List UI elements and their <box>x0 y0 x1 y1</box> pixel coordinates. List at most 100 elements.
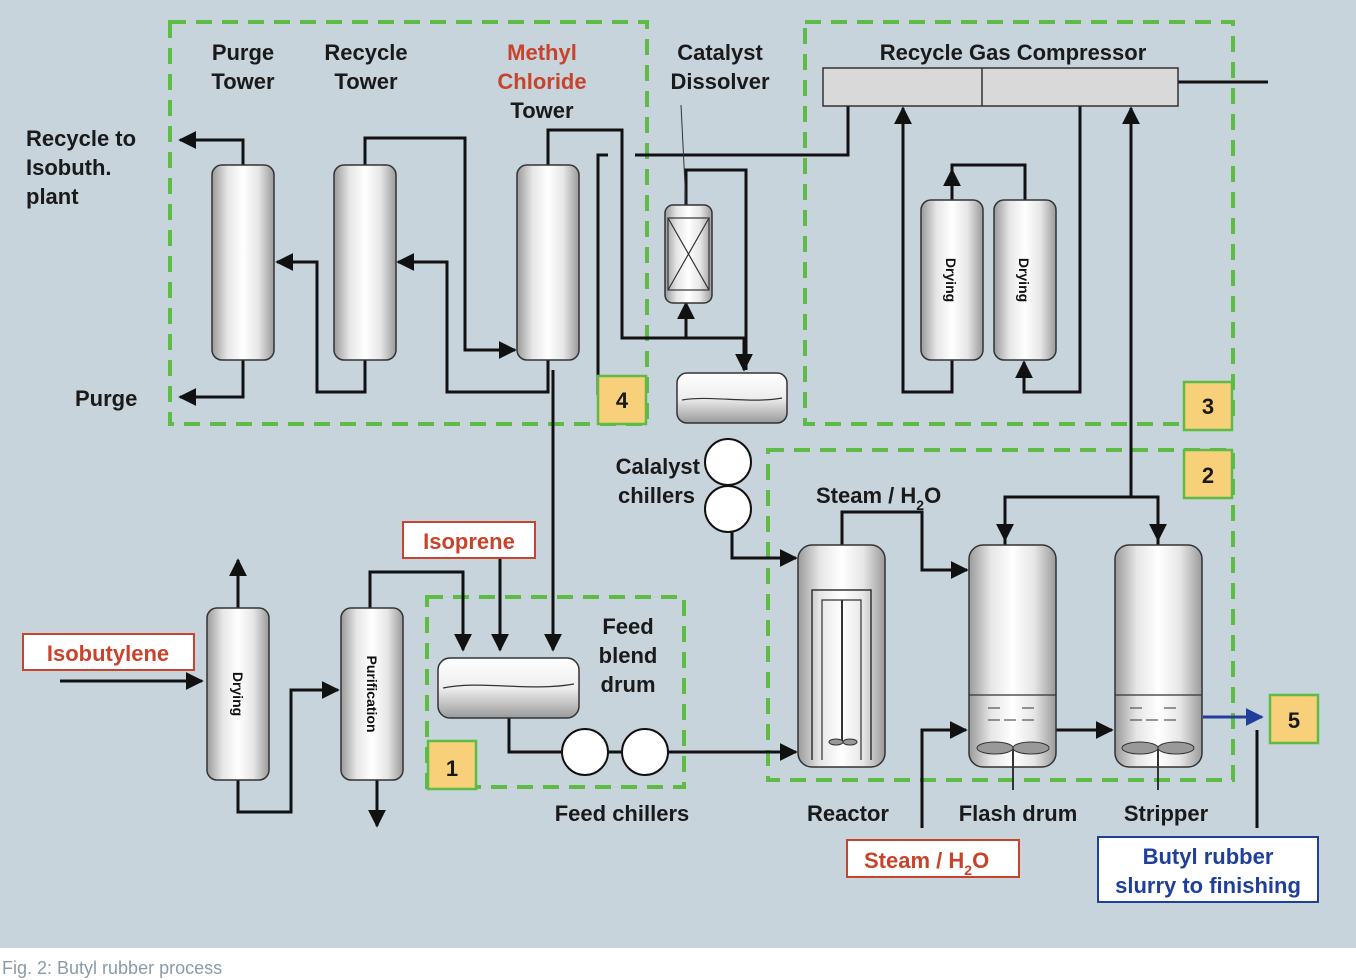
flash-drum-label: Flash drum <box>959 801 1078 826</box>
flash-impeller-b <box>1012 741 1050 755</box>
steam-bottom-main: Steam / H <box>864 848 964 873</box>
dissolver-outlet-line <box>684 168 748 370</box>
reactor-impeller-b <box>842 738 858 746</box>
butyl-rubber-label-1: Butyl rubber <box>1143 844 1274 869</box>
feed-chiller-1 <box>561 728 609 776</box>
isoprene-label: Isoprene <box>423 529 515 554</box>
reactor-to-flash-line <box>840 510 969 579</box>
badge-4-box <box>596 374 648 426</box>
reactor-draft-tube <box>811 589 872 760</box>
purge-tower <box>211 164 275 361</box>
isobutylene-label: Isobutylene <box>47 641 169 666</box>
steam-top-main: Steam / H <box>816 483 916 508</box>
section-boxes <box>168 20 1235 789</box>
purification-vessel <box>340 607 404 781</box>
feed-blend-drum-label-1: Feed <box>602 614 653 639</box>
steam-top-tail: O <box>924 483 941 508</box>
catalyst-to-reactor-line <box>730 530 798 567</box>
dissolver-bed <box>667 217 710 291</box>
mc-to-recycle-line <box>396 253 550 394</box>
feed-blend-drum-label-3: drum <box>601 672 656 697</box>
steam-top-sub: 2 <box>916 497 924 513</box>
flash-impeller-a <box>976 741 1014 755</box>
recycle-to-label-2: Isobuth. <box>26 155 112 180</box>
stripper-impeller-a <box>1121 741 1159 755</box>
stripper-vessel <box>1114 544 1203 768</box>
methyl-chloride-tower <box>516 164 580 361</box>
steam-to-flash-line <box>920 721 968 828</box>
catalyst-dissolver <box>664 204 713 304</box>
mc-tower-label-2: Chloride <box>497 69 586 94</box>
steam-bottom-box <box>846 839 1020 878</box>
badge-1-box <box>426 739 478 791</box>
purification-to-drum-line <box>368 570 472 652</box>
feed-chiller-2 <box>621 728 669 776</box>
badge-5-box <box>1268 693 1320 745</box>
compressor-inlet-line <box>635 106 850 157</box>
diagram-canvas: Drying Drying Drying Purification <box>0 0 1356 948</box>
recycle-to-mc-tower-line <box>363 136 517 359</box>
badge4-line <box>596 153 608 395</box>
recycle-gas-compressor <box>822 67 1179 107</box>
catalyst-dissolver-label-2: Dissolver <box>670 69 769 94</box>
feed-blend-drum <box>437 657 580 719</box>
badge-1-text: 1 <box>446 756 458 781</box>
butyl-rubber-label-2: slurry to finishing <box>1115 873 1301 898</box>
section-box-1 <box>425 595 686 789</box>
dissolver-leader-line <box>680 104 687 206</box>
mc-overhead-line <box>546 128 753 372</box>
catalyst-drum-level <box>681 397 783 401</box>
compressor-to-dryer-line <box>1015 106 1082 394</box>
recycle-to-label-1: Recycle to <box>26 126 136 151</box>
stripper-impeller-b <box>1157 741 1195 755</box>
steam-bottom-tail: O <box>972 848 989 873</box>
process-lines <box>60 80 1268 828</box>
badge-2-box <box>1182 448 1234 500</box>
catalyst-drum-vessel <box>676 372 788 424</box>
badge-5-text: 5 <box>1288 708 1300 733</box>
badge-2-text: 2 <box>1202 463 1214 488</box>
feed-dryer-label: Drying <box>230 672 246 716</box>
feed-vessels <box>206 607 404 781</box>
mc-tower-label-3: Tower <box>510 98 574 123</box>
badge-4-text: 4 <box>616 388 629 413</box>
purge-label: Purge <box>75 386 137 411</box>
catalyst-dissolver-label-1: Catalyst <box>677 40 763 65</box>
purge-line <box>178 360 245 406</box>
purge-tower-label-2: Tower <box>211 69 275 94</box>
purification-label: Purification <box>364 655 380 732</box>
badge-3-text: 3 <box>1202 394 1214 419</box>
feed-blend-drum-vessel <box>437 657 580 719</box>
recycle-tower-label-2: Tower <box>334 69 398 94</box>
steam-top-label: Steam / H2O <box>816 483 941 513</box>
steam-bottom-sub: 2 <box>964 862 972 878</box>
mc-tower-label-1: Methyl <box>507 40 577 65</box>
dryer-b-label: Drying <box>1016 258 1032 302</box>
dryer-a-label: Drying <box>943 258 959 302</box>
dryer-a <box>920 199 984 361</box>
drum-to-chillers-line <box>507 718 562 754</box>
flash-drum-vessel <box>968 544 1057 768</box>
recycle-to-isobuth-line <box>178 131 245 165</box>
badge-3-box <box>1182 380 1234 432</box>
towers <box>211 164 580 361</box>
dryer-to-purification-line <box>236 681 340 814</box>
isobutylene-box <box>22 633 195 671</box>
flash-drum <box>968 544 1057 790</box>
feed-blend-drum-level <box>442 683 575 689</box>
section-box-3 <box>803 20 1235 426</box>
dryer-to-compressor-line <box>894 106 954 394</box>
section-box-2 <box>766 448 1235 782</box>
recycle-to-purge-line <box>275 253 367 394</box>
catalyst-drum <box>676 372 788 424</box>
recycle-tower-label-1: Recycle <box>324 40 407 65</box>
stripper <box>1114 544 1203 790</box>
dryer-b <box>993 199 1057 361</box>
stripper-label: Stripper <box>1124 801 1209 826</box>
catalyst-chillers-label-1: Calalyst <box>616 454 701 479</box>
reactor-impeller-a <box>828 738 844 746</box>
feed-dryer <box>206 607 270 781</box>
dissolver-bed-x2 <box>667 217 710 291</box>
catalyst-chiller-2 <box>704 485 752 533</box>
section-box-4 <box>168 20 649 426</box>
